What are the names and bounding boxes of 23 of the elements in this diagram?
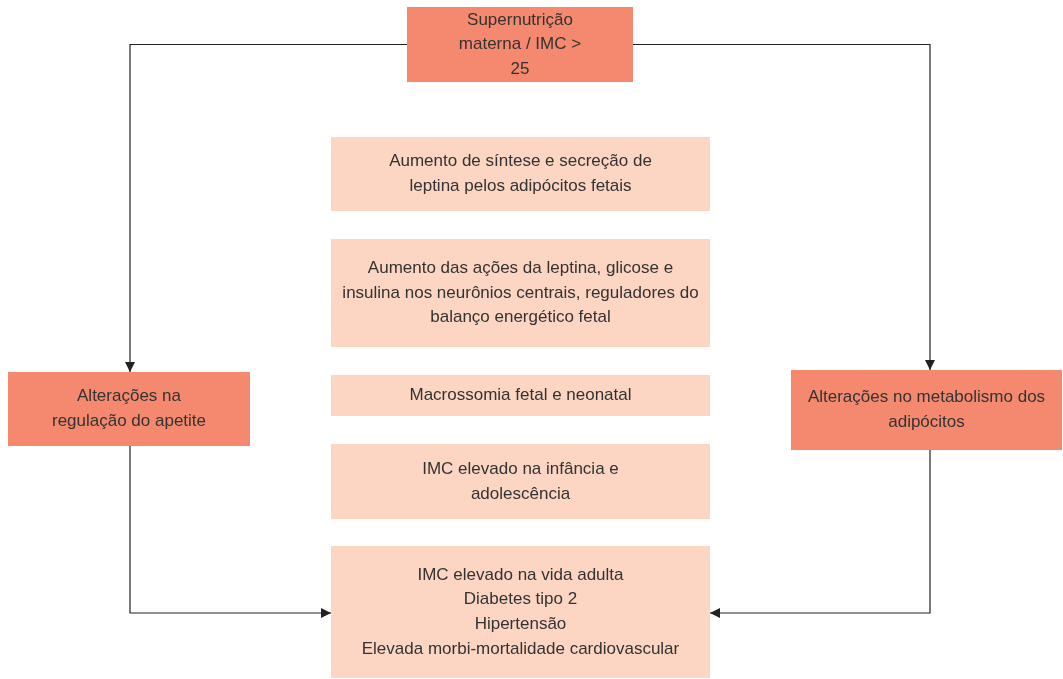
arrow bbox=[129, 445, 332, 618]
box-text: Alterações no metabolismo dos adipócitos bbox=[806, 386, 1047, 433]
box-text: Aumento de síntese e secreção de leptina pelos adipócitos fetais bbox=[388, 150, 653, 197]
process-box bbox=[331, 137, 710, 211]
process-box bbox=[331, 375, 710, 416]
process-box bbox=[331, 546, 710, 678]
box-text: IMC elevado na infância e adolescência bbox=[421, 457, 620, 505]
box-text: Macrossomia fetal e neonatal bbox=[409, 384, 632, 407]
process-box bbox=[331, 444, 710, 519]
box-text: Supernutrição materna / IMC > 25 bbox=[457, 8, 583, 80]
box-text: Alterações na regulação do apetite bbox=[50, 385, 208, 432]
process-box bbox=[8, 372, 250, 446]
box-text: IMC elevado na vida adulta bbox=[417, 563, 624, 586]
arrow bbox=[125, 43, 408, 373]
box-text: Diabetes tipo 2 bbox=[463, 588, 578, 611]
arrow bbox=[709, 449, 931, 618]
process-box bbox=[791, 370, 1062, 450]
box-text: Hipertensão bbox=[474, 613, 567, 635]
process-box bbox=[331, 239, 710, 347]
box-text: Elevada morbi-mortalidade cardiovascular bbox=[361, 637, 680, 660]
arrow bbox=[632, 43, 935, 371]
process-box bbox=[407, 7, 633, 82]
box-text: Aumento das ações da leptina, glicose e insulina nos neurônios centrais, reguladores do balanço energético fetal bbox=[341, 257, 700, 329]
